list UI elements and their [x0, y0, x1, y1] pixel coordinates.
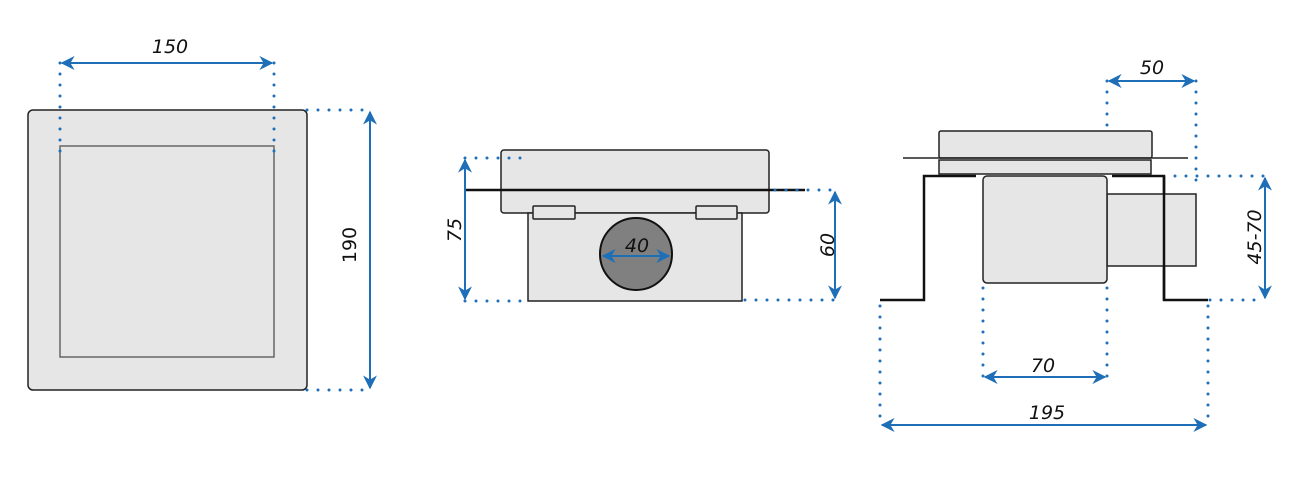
extension-lines — [1105, 79, 1198, 187]
height-label: 190 — [339, 227, 361, 263]
grate-inner — [59, 145, 275, 358]
outlet-pipe — [1106, 193, 1197, 267]
extension-lines — [743, 188, 837, 302]
outlet-diameter-label: 40 — [625, 235, 649, 257]
extension-lines — [1173, 174, 1267, 302]
width-label: 150 — [152, 36, 188, 58]
total-height-label: 75 — [444, 218, 466, 242]
body-width-label: 70 — [1031, 355, 1055, 377]
bracket-left — [880, 174, 976, 302]
top-view: 150 190 — [27, 36, 377, 392]
extension-lines — [305, 108, 372, 392]
adjust-height-label: 45-70 — [1244, 209, 1266, 264]
extension-lines — [58, 61, 276, 157]
grate-top — [938, 130, 1153, 159]
outlet-length-label: 50 — [1140, 57, 1164, 79]
body-height-label: 60 — [817, 233, 839, 257]
clip-left — [532, 205, 576, 220]
drain-body — [982, 175, 1108, 284]
grate-frame — [938, 159, 1152, 175]
extension-lines — [878, 304, 1210, 427]
side-view: 50 45-70 70 195 — [878, 57, 1272, 432]
clip-right — [695, 205, 738, 220]
extension-lines — [981, 286, 1109, 379]
front-view: 40 75 60 — [444, 149, 842, 303]
grate-body — [500, 149, 770, 214]
extension-lines — [463, 156, 530, 303]
total-width-label: 195 — [1029, 402, 1065, 424]
